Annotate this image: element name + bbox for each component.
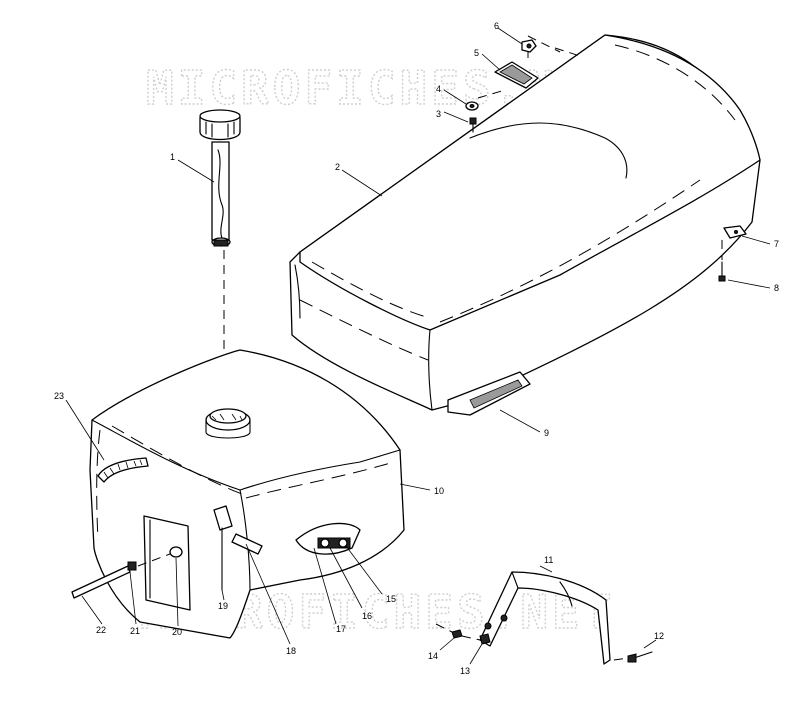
callout-16: 16 bbox=[362, 611, 372, 621]
seat bbox=[289, 34, 761, 416]
callout-5: 5 bbox=[474, 48, 479, 58]
callout-8: 8 bbox=[774, 283, 779, 293]
petcock-panel bbox=[295, 522, 361, 555]
callout-1: 1 bbox=[170, 152, 175, 162]
washer-4 bbox=[465, 101, 479, 111]
callout-20: 20 bbox=[172, 627, 182, 637]
callout-13: 13 bbox=[460, 666, 470, 676]
callout-6: 6 bbox=[494, 21, 499, 31]
nut-13 bbox=[479, 633, 491, 645]
seat-bracket-7 bbox=[723, 225, 747, 239]
fitting-19 bbox=[213, 505, 233, 591]
callout-19: 19 bbox=[218, 601, 228, 611]
bolt-12 bbox=[627, 651, 653, 663]
callout-2: 2 bbox=[335, 162, 340, 172]
leader-lines bbox=[65, 27, 771, 665]
callout-9: 9 bbox=[544, 428, 549, 438]
seat-screw-3 bbox=[469, 117, 477, 133]
vent-hose-23 bbox=[97, 457, 149, 483]
callout-14: 14 bbox=[428, 651, 438, 661]
screw-14 bbox=[451, 629, 463, 639]
seat-bolt-8 bbox=[718, 261, 726, 282]
nut-6 bbox=[521, 39, 537, 53]
callout-22: 22 bbox=[96, 625, 106, 635]
callout-15: 15 bbox=[386, 594, 396, 604]
hose-18 bbox=[231, 533, 263, 555]
callout-12: 12 bbox=[654, 631, 664, 641]
callout-11: 11 bbox=[544, 555, 553, 565]
tank-strap-11 bbox=[479, 571, 611, 665]
callout-17: 17 bbox=[336, 624, 346, 634]
callout-23: 23 bbox=[54, 391, 64, 401]
callout-7: 7 bbox=[774, 239, 779, 249]
callout-10: 10 bbox=[434, 486, 444, 496]
tank-bracket bbox=[143, 515, 191, 611]
fuel-cap-gauge bbox=[199, 109, 241, 247]
callout-3: 3 bbox=[436, 109, 441, 119]
callout-18: 18 bbox=[286, 646, 296, 656]
seat-strap bbox=[494, 61, 539, 89]
callout-4: 4 bbox=[436, 84, 441, 94]
callout-21: 21 bbox=[130, 626, 140, 636]
